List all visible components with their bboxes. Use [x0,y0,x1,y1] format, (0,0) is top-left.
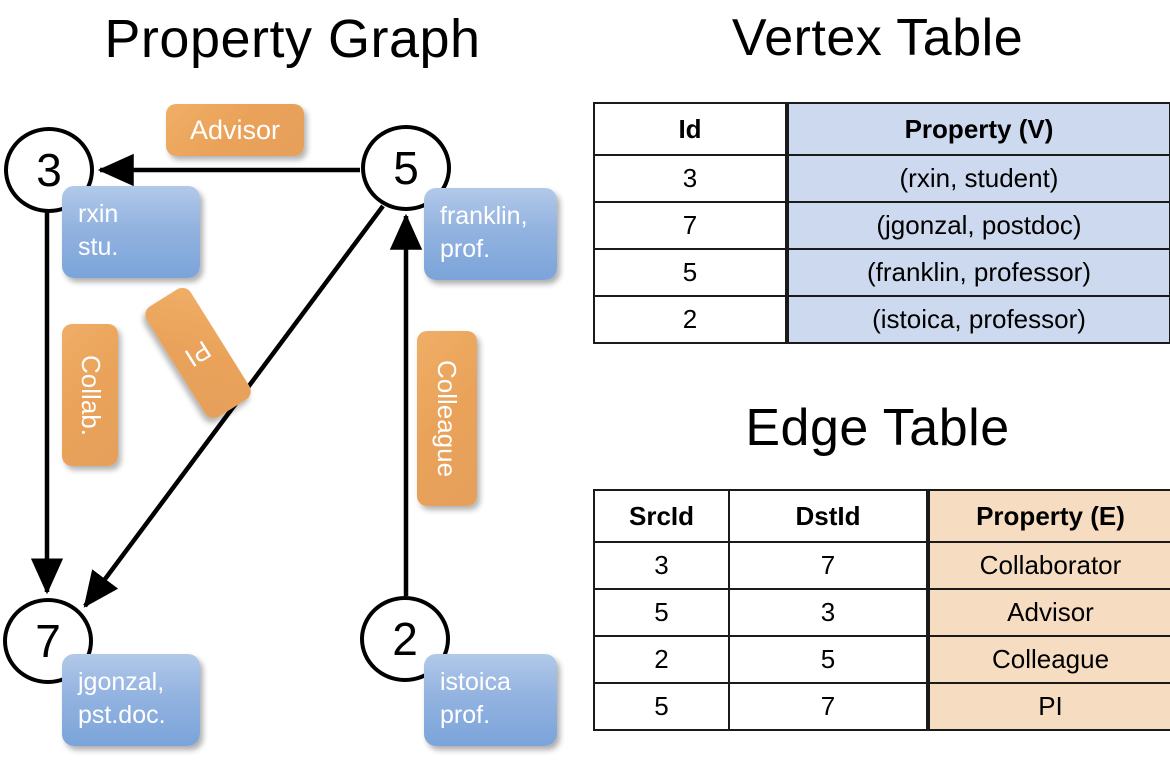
vertex-property-box-5: franklin, prof. [424,188,557,280]
vertex-table-cell-property: (jgonzal, postdoc) [785,201,1170,250]
vertex-table-cell-property: (istoica, professor) [785,295,1170,344]
table-row: 5 (franklin, professor) [593,248,1170,297]
vertex-property-box-7: jgonzal, pst.doc. [62,654,200,746]
edge-table-cell-property: PI [926,682,1170,731]
vertex-property-line1: rxin [78,200,119,228]
vertex-property-line1: jgonzal, [78,668,165,696]
vertex-property-line2: stu. [78,232,119,261]
edge-table-cell-dstid: 3 [728,588,929,637]
graph-vertex-5[interactable]: 5 [361,125,451,211]
vertex-property-box-2: istoica prof. [424,654,557,746]
edge-table-cell-dstid: 5 [728,635,929,684]
edge-table-header-property: Property (E) [926,489,1170,543]
vertex-table-cell-id: 7 [593,201,788,250]
vertex-table-header-id: Id [593,102,788,156]
table-row: 2 5 Colleague [593,635,1170,684]
edge-table-cell-dstid: 7 [728,541,929,590]
edge-label-collab: Collab. [62,324,118,466]
table-header-row: SrcId DstId Property (E) [593,489,1170,543]
vertex-property-box-3: rxin stu. [62,186,200,278]
graph-vertex-2[interactable]: 2 [360,596,450,682]
vertex-table: Id Property (V) 3 (rxin, student) 7 (jgo… [593,102,1170,344]
edge-table-cell-property: Colleague [926,635,1170,684]
edge-label-text: Advisor [189,114,281,145]
edge-table: SrcId DstId Property (E) 3 7 Collaborato… [593,489,1170,731]
vertex-table-header-property: Property (V) [785,102,1170,156]
vertex-property-line1: istoica [440,668,511,696]
edge-table-cell-srcid: 3 [593,541,730,590]
edge-table-header-srcid: SrcId [593,489,730,543]
edge-label-colleague: Colleague [417,331,477,506]
vertex-property-line2: pst.doc. [78,700,166,729]
table-row: 2 (istoica, professor) [593,295,1170,344]
edge-table-cell-srcid: 5 [593,682,730,731]
table-row: 7 (jgonzal, postdoc) [593,201,1170,250]
table-row: 5 7 PI [593,682,1170,731]
edge-label-advisor: Advisor [166,104,304,156]
property-graph-panel: Property Graph 3 5 7 2 rxin stu. frankli… [3,9,557,746]
vertex-property-line2: prof. [440,700,491,729]
edge-table-cell-srcid: 2 [593,635,730,684]
vertex-table-cell-property: (rxin, student) [785,154,1170,203]
vertex-table-cell-property: (franklin, professor) [785,248,1170,297]
vertex-property-line2: prof. [440,234,491,263]
edge-label-text: Collab. [75,354,106,436]
edge-table-cell-dstid: 7 [728,682,929,731]
vertex-property-line1: franklin, [440,202,528,230]
vertex-table-title: Vertex Table [731,9,1024,67]
edge-table-cell-property: Advisor [926,588,1170,637]
edge-table-cell-property: Collaborator [926,541,1170,590]
vertex-table-cell-id: 2 [593,295,788,344]
vertex-table-cell-id: 3 [593,154,788,203]
edge-label-text: PI [179,334,217,373]
edge-table-title: Edge Table [745,399,1010,457]
table-row: 5 3 Advisor [593,588,1170,637]
page-title-property-graph: Property Graph [104,9,481,69]
edge-table-header-dstid: DstId [728,489,929,543]
table-row: 3 (rxin, student) [593,154,1170,203]
edge-label-text: Colleague [432,359,463,478]
vertex-table-cell-id: 5 [593,248,788,297]
edge-table-cell-srcid: 5 [593,588,730,637]
table-row: 3 7 Collaborator [593,541,1170,590]
table-header-row: Id Property (V) [593,102,1170,156]
